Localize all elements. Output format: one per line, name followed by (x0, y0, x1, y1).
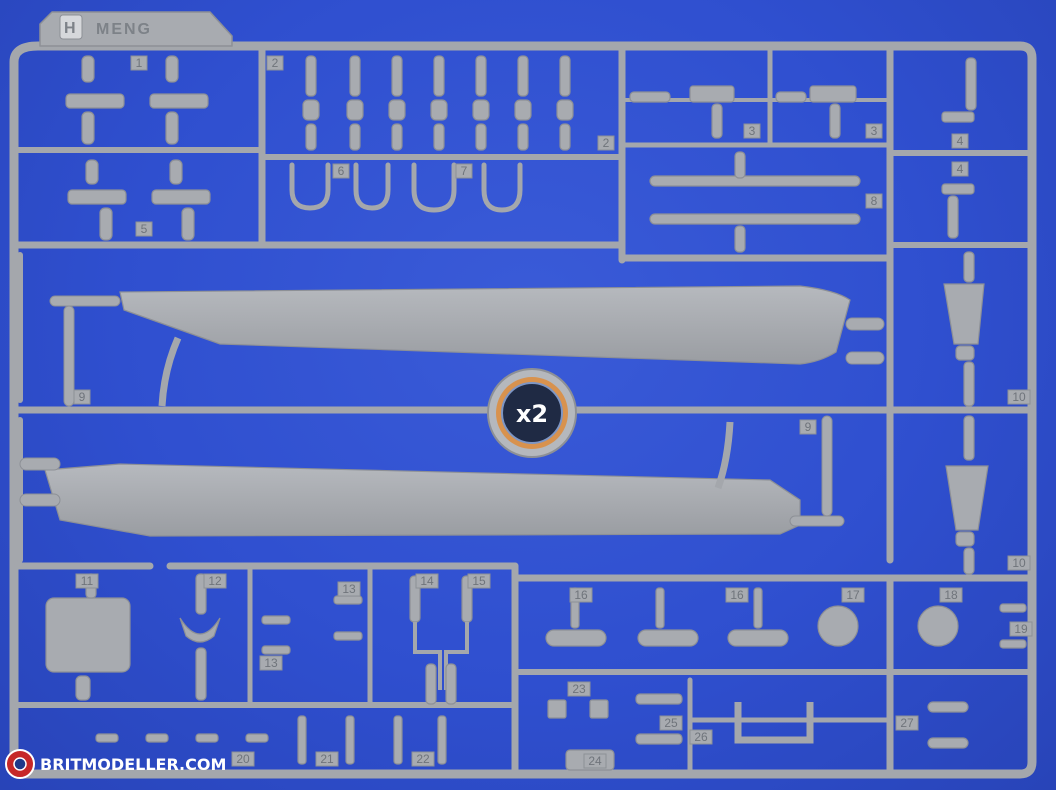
part-number-2b: 2 (603, 136, 610, 150)
parts-10 (943, 251, 989, 575)
part-number-4a: 4 (957, 134, 964, 148)
watermark: BRITMODELLER.COM (5, 749, 226, 779)
part-number-9b: 9 (805, 420, 812, 434)
part-number-10a: 10 (1012, 390, 1026, 404)
brand-name: MENG (96, 21, 152, 38)
lower-parts (45, 573, 1027, 771)
part-number-10b: 10 (1012, 556, 1026, 570)
part-number-2a: 2 (272, 56, 279, 70)
part-number-16b: 16 (730, 588, 744, 602)
part-number-20: 20 (236, 752, 250, 766)
part-number-25: 25 (664, 716, 678, 730)
part-number-23: 23 (572, 682, 586, 696)
parts-6-7 (289, 162, 523, 213)
part-number-18: 18 (944, 588, 958, 602)
parts-1-5 (65, 55, 211, 241)
rotor-blade-upper (49, 285, 885, 407)
parts-2-linkages (302, 55, 574, 151)
part-number-17: 17 (846, 588, 860, 602)
sprue-frame (9, 11, 1037, 779)
part-number-13b: 13 (264, 656, 278, 670)
part-number-24: 24 (588, 754, 602, 768)
part-number-9a: 9 (79, 390, 86, 404)
part-number-6: 6 (338, 164, 345, 178)
part-number-8: 8 (871, 194, 878, 208)
x2-badge: x2 (487, 368, 577, 458)
part-number-14: 14 (420, 574, 434, 588)
part-number-1: 1 (136, 56, 143, 70)
part-number-22: 22 (416, 752, 430, 766)
brand-letter: H (64, 20, 78, 37)
parts-3-8 (629, 85, 861, 253)
watermark-text: BRITMODELLER.COM (40, 755, 226, 774)
part-number-3a: 3 (749, 124, 756, 138)
part-number-19: 19 (1014, 622, 1028, 636)
part-number-5: 5 (141, 222, 148, 236)
part-number-27: 27 (900, 716, 914, 730)
parts-4 (941, 57, 977, 239)
part-number-26: 26 (694, 730, 708, 744)
part-number-3b: 3 (871, 124, 878, 138)
part-number-tabs: 1 2 2 3 3 4 4 5 6 7 8 9 9 10 10 11 12 13… (73, 55, 1033, 769)
part-number-11: 11 (81, 574, 94, 588)
rotor-blade-lower (19, 415, 845, 537)
part-number-16a: 16 (574, 588, 588, 602)
part-number-13a: 13 (342, 582, 356, 596)
part-number-4b: 4 (957, 162, 964, 176)
part-number-12: 12 (208, 574, 222, 588)
brand-logo: H MENG (59, 14, 152, 40)
part-number-7: 7 (461, 164, 468, 178)
part-number-21: 21 (320, 752, 334, 766)
x2-badge-text: x2 (516, 400, 548, 428)
part-number-15: 15 (472, 574, 486, 588)
